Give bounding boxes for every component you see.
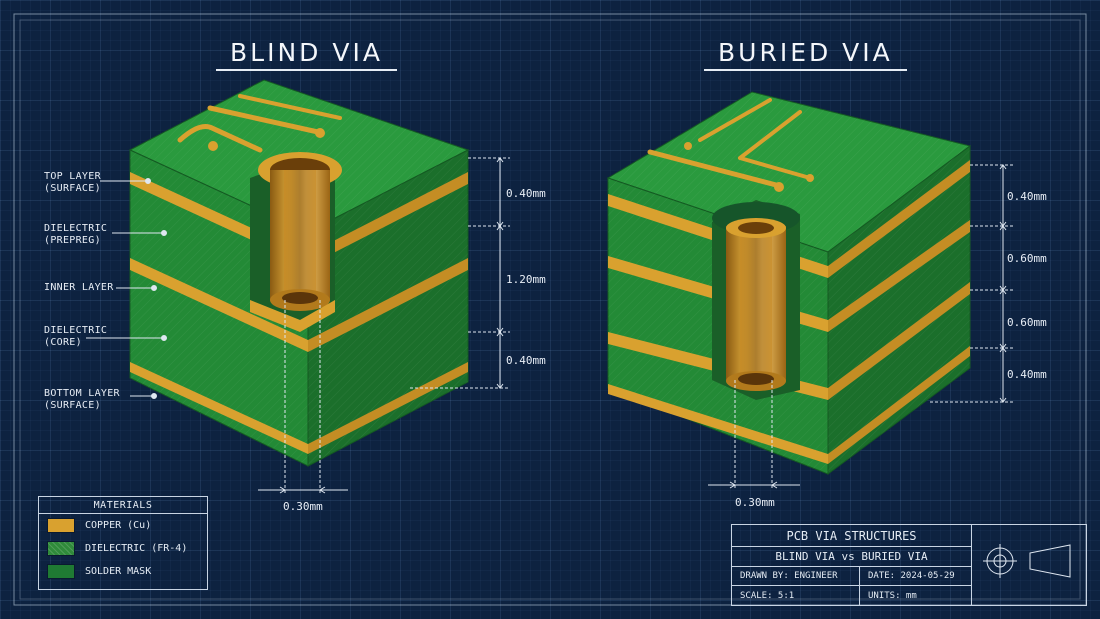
blind-dim-bottom: 0.40mm	[506, 354, 546, 367]
buried-dim-3: 0.60mm	[1007, 316, 1047, 329]
buried-hole-diameter: 0.30mm	[735, 496, 775, 509]
legend-item-label: DIELECTRIC (FR-4)	[85, 543, 188, 554]
buried-via-title: BURIED VIA	[704, 38, 907, 71]
blind-dim-middle: 1.20mm	[506, 273, 546, 286]
inner-layer-label: INNER LAYER	[44, 282, 114, 294]
title-block-drawn-by: DRAWN BY: ENGINEER	[732, 567, 860, 586]
dielectric-core-label-line1: DIELECTRIC	[44, 325, 108, 336]
buried-dim-1: 0.40mm	[1007, 190, 1047, 203]
legend-item-label: COPPER (Cu)	[85, 520, 152, 531]
blind-via-title: BLIND VIA	[216, 38, 397, 71]
legend-item-copper: COPPER (Cu)	[39, 514, 207, 537]
legend-item-dielectric: DIELECTRIC (FR-4)	[39, 537, 207, 560]
blind-via-cube	[128, 79, 470, 467]
title-block-subtitle: BLIND VIA vs BURIED VIA	[732, 547, 972, 567]
dielectric-core-label: DIELECTRIC (CORE)	[44, 325, 107, 349]
dielectric-prepreg-label-line1: DIELECTRIC	[44, 223, 108, 234]
blind-dim-top: 0.40mm	[506, 187, 546, 200]
legend-item-solder-mask: SOLDER MASK	[39, 560, 207, 583]
top-layer-label-line1: TOP LAYER	[44, 171, 101, 182]
inner-layer-label-line1: INNER LAYER	[44, 282, 114, 293]
title-block-date: DATE: 2024-05-29	[860, 567, 972, 586]
solder-mask-swatch	[47, 564, 75, 579]
dielectric-prepreg-label: DIELECTRIC (PREPREG)	[44, 223, 107, 247]
legend-item-label: SOLDER MASK	[85, 566, 152, 577]
buried-dim-4: 0.40mm	[1007, 368, 1047, 381]
blind-hole-diameter: 0.30mm	[283, 500, 323, 513]
title-block-units: UNITS: mm	[860, 586, 972, 605]
dielectric-core-label-line2: (CORE)	[44, 337, 82, 348]
projection-symbol	[983, 544, 1071, 578]
dielectric-swatch	[47, 541, 75, 556]
title-block-title: PCB VIA STRUCTURES	[732, 525, 972, 547]
title-block: PCB VIA STRUCTURES BLIND VIA vs BURIED V…	[731, 524, 1087, 606]
copper-swatch	[47, 518, 75, 533]
bottom-layer-label-line1: BOTTOM LAYER	[44, 388, 120, 399]
bottom-layer-label-line2: (SURFACE)	[44, 400, 101, 411]
materials-legend: MATERIALS COPPER (Cu) DIELECTRIC (FR-4) …	[38, 496, 208, 590]
bottom-layer-label: BOTTOM LAYER (SURFACE)	[44, 388, 120, 412]
blind-via-dimension-lines	[258, 157, 510, 495]
legend-title: MATERIALS	[39, 497, 207, 514]
dielectric-prepreg-label-line2: (PREPREG)	[44, 235, 101, 246]
buried-via-dimension-lines	[708, 164, 1015, 490]
top-layer-label-line2: (SURFACE)	[44, 183, 101, 194]
top-layer-label: TOP LAYER (SURFACE)	[44, 171, 101, 195]
buried-via-cube	[606, 91, 972, 475]
title-block-scale: SCALE: 5:1	[732, 586, 860, 605]
label-leader-lines	[86, 178, 167, 399]
buried-dim-2: 0.60mm	[1007, 252, 1047, 265]
